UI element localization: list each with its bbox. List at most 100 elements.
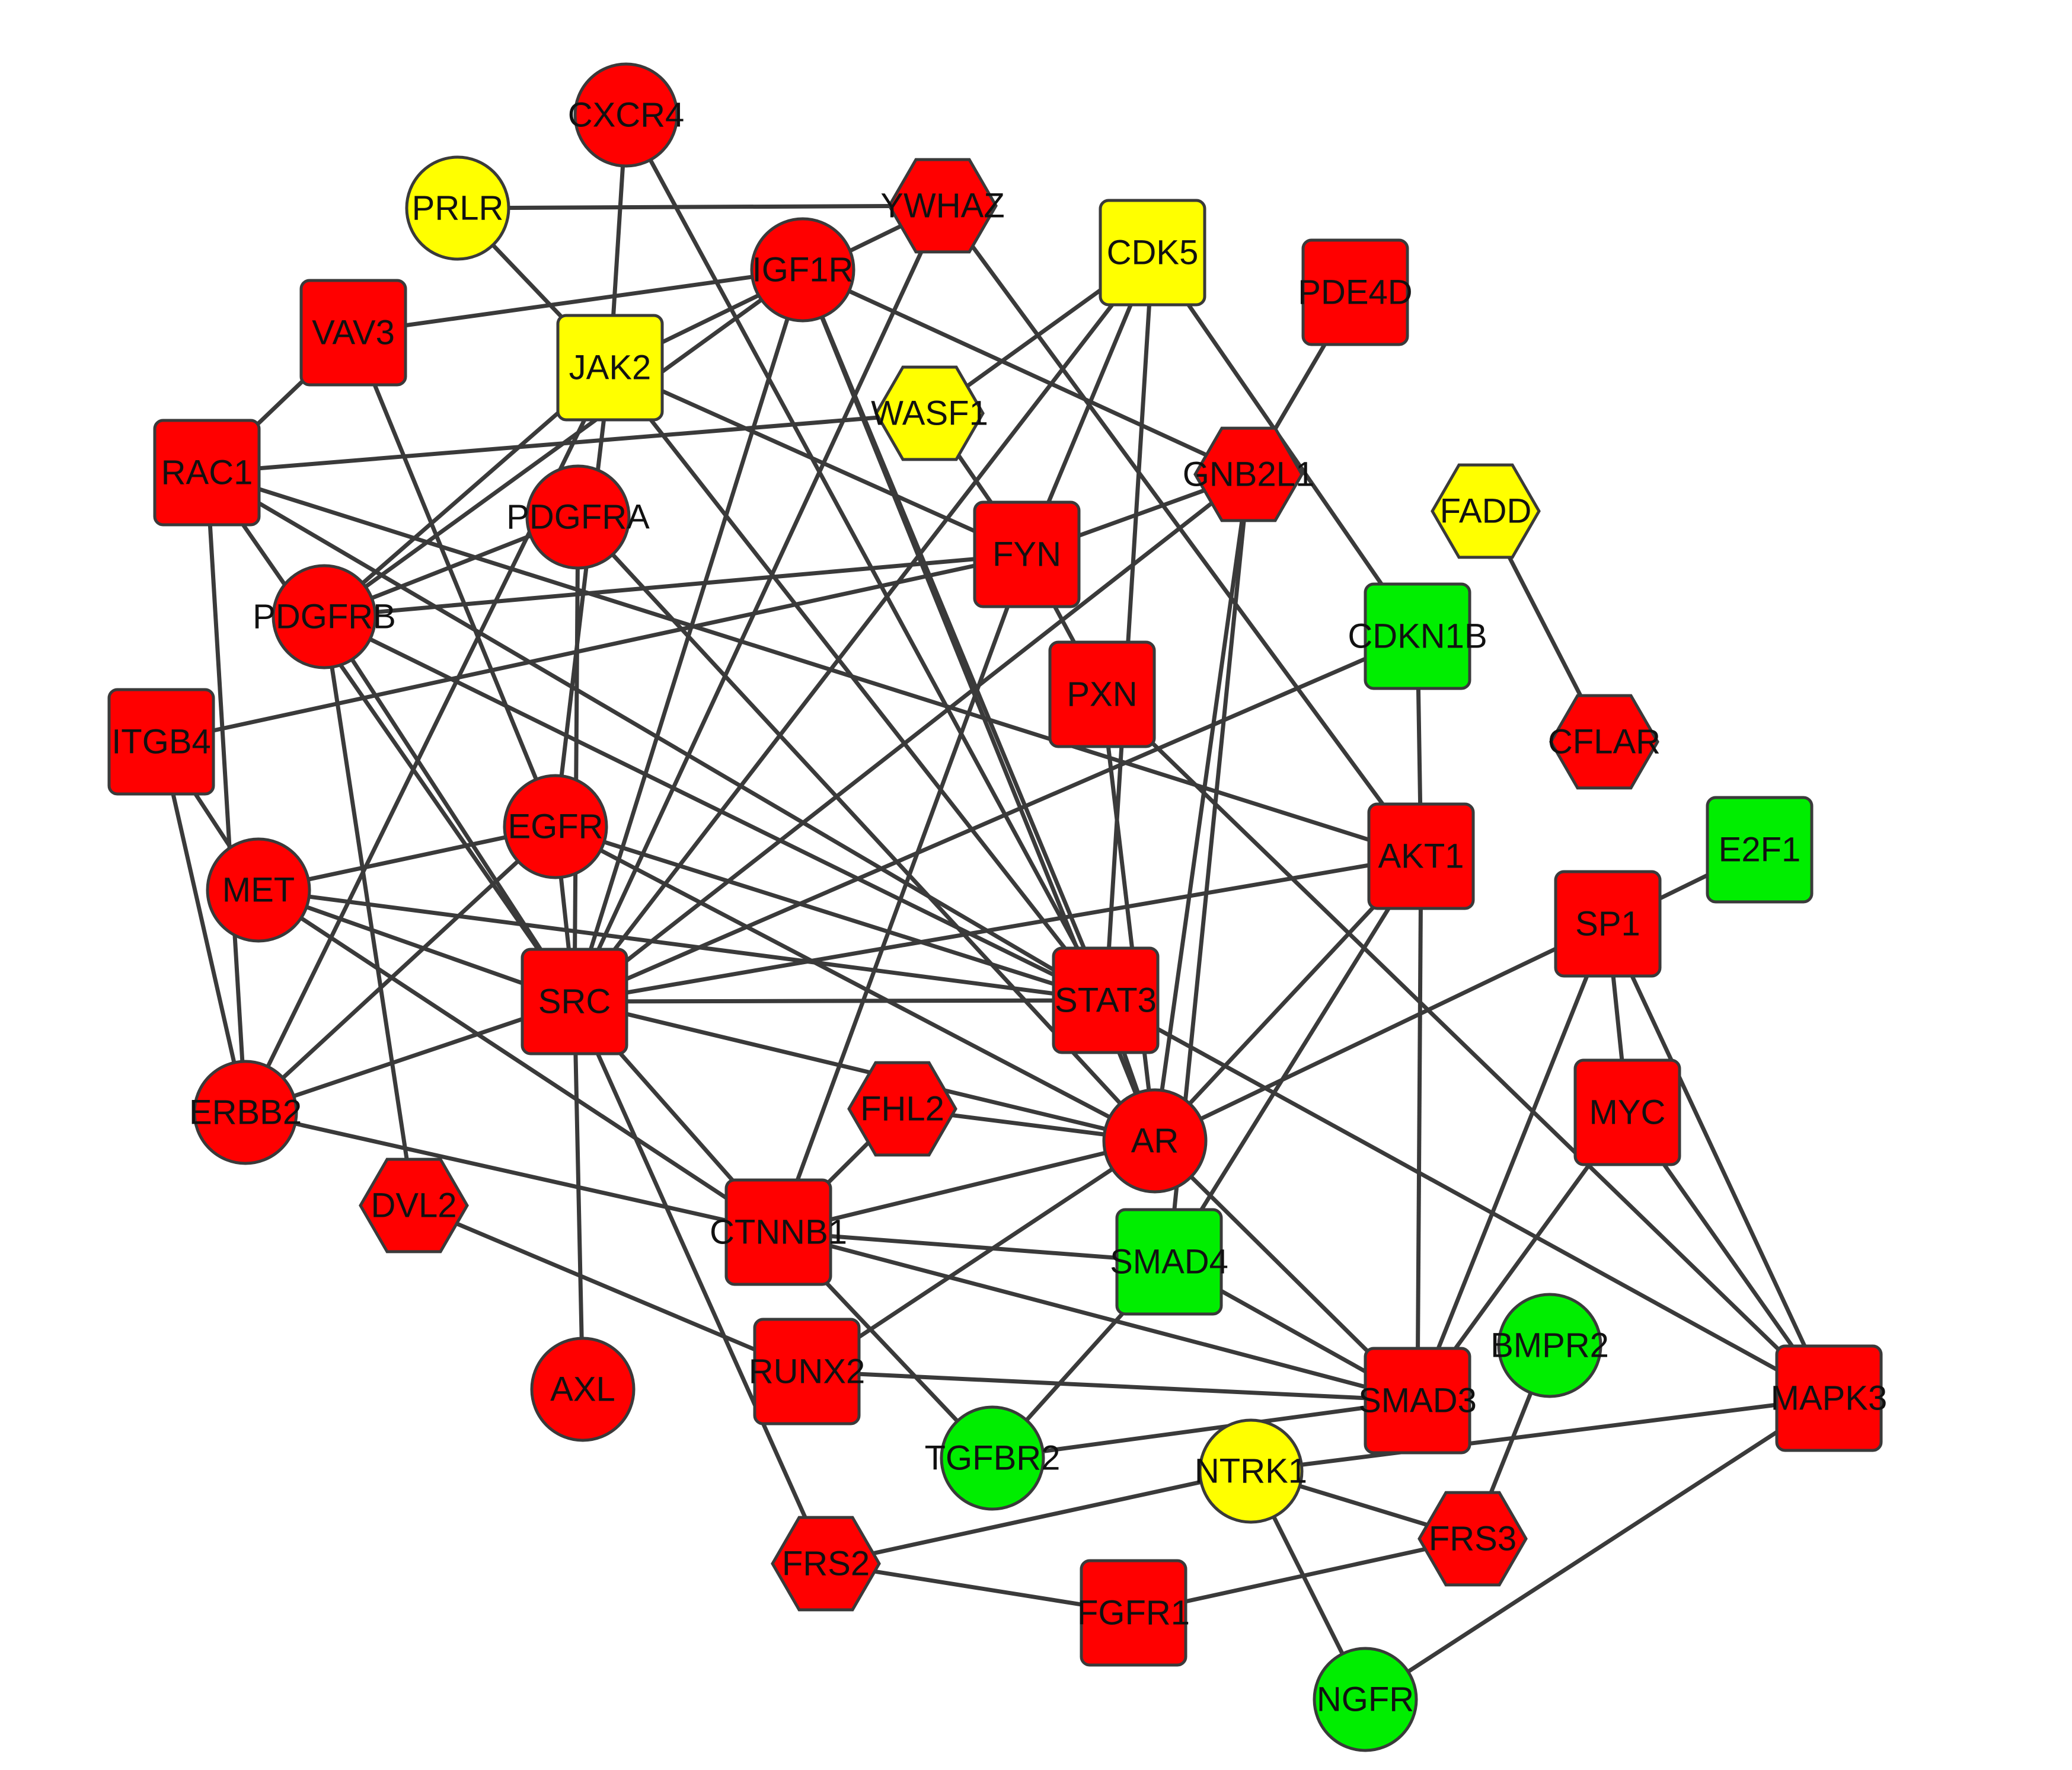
edge-smad3-tgfbr2 — [992, 1398, 1418, 1460]
node-egfr-circle — [503, 774, 608, 879]
node-myc[interactable]: MYC — [1573, 1058, 1681, 1166]
node-fyn-square — [973, 500, 1081, 608]
edge-akt1-smad3 — [1415, 856, 1423, 1401]
node-sp1-square — [1554, 870, 1662, 978]
node-jak2-square — [556, 314, 664, 422]
node-cxcr4-circle — [573, 62, 679, 168]
node-ar-circle — [1102, 1088, 1208, 1194]
node-ntrk1[interactable]: NTRK1 — [1195, 1418, 1307, 1524]
edge-erbb2-ctnnb1 — [245, 1110, 779, 1235]
node-wasf1-hexagon — [874, 365, 985, 461]
node-label-fgfr1: FGFR1 — [1077, 1594, 1190, 1632]
node-ctnnb1[interactable]: CTNNB1 — [710, 1178, 847, 1286]
edge-src-ar — [574, 999, 1155, 1143]
node-itgb4[interactable]: ITGB4 — [107, 688, 215, 796]
node-rac1-square — [153, 419, 261, 527]
edge-cdkn1b-src — [573, 634, 1419, 1004]
node-runx2[interactable]: RUNX2 — [749, 1318, 866, 1425]
edge-src-erbb2 — [244, 999, 576, 1115]
node-sp1[interactable]: SP1 — [1554, 870, 1662, 978]
node-fgfr1[interactable]: FGFR1 — [1077, 1559, 1190, 1667]
node-ar[interactable]: AR — [1102, 1088, 1208, 1194]
node-frs3[interactable]: FRS3 — [1417, 1491, 1528, 1587]
node-label-cxcr4: CXCR4 — [568, 96, 685, 135]
edge-sp1-smad3 — [1415, 923, 1610, 1402]
node-label-tgfbr2: TGFBR2 — [925, 1439, 1061, 1478]
node-e2f1[interactable]: E2F1 — [1706, 796, 1814, 904]
edge-egfr-stat3 — [554, 824, 1107, 1003]
node-met[interactable]: MET — [206, 837, 311, 943]
node-vav3[interactable]: VAV3 — [299, 279, 407, 387]
node-label-mapk3: MAPK3 — [1771, 1379, 1888, 1418]
edge-vav3-igf1r — [353, 267, 803, 335]
node-label-fyn: FYN — [992, 535, 1061, 574]
edge-pxn-ar — [1100, 694, 1157, 1141]
node-cdkn1b-square — [1364, 582, 1471, 690]
edge-mapk3-ntrk1 — [1250, 1396, 1830, 1474]
node-fhl2-hexagon — [847, 1061, 957, 1157]
node-fyn[interactable]: FYN — [973, 500, 1081, 608]
node-akt1-square — [1367, 802, 1475, 910]
node-ngfr[interactable]: NGFR — [1313, 1647, 1418, 1752]
node-smad4[interactable]: SMAD4 — [1110, 1208, 1228, 1316]
node-cdkn1b[interactable]: CDKN1B — [1348, 582, 1487, 690]
edge-prlr-ywhaz — [457, 203, 943, 211]
node-dvl2-hexagon — [359, 1157, 469, 1254]
node-gnb2l1[interactable]: GNB2L1 — [1183, 426, 1314, 522]
node-label-erbb2: ERBB2 — [189, 1093, 302, 1132]
node-pdgfrb-circle — [272, 564, 377, 669]
edge-igf1r-gnb2l1 — [802, 267, 1250, 477]
node-pde4d-square — [1301, 238, 1409, 346]
edge-src-stat3 — [574, 998, 1106, 1004]
node-prlr[interactable]: PRLR — [405, 155, 510, 261]
node-label-wasf1: WASF1 — [871, 394, 988, 433]
node-ywhaz[interactable]: YWHAZ — [880, 158, 1005, 254]
edge-cdk5-stat3 — [1103, 252, 1155, 1001]
edge-pdgfrb-src — [323, 615, 576, 1003]
node-runx2-square — [753, 1318, 861, 1425]
node-axl[interactable]: AXL — [530, 1337, 636, 1442]
edge-ntrk1-frs2 — [825, 1469, 1251, 1566]
node-label-cflar: CFLAR — [1548, 723, 1661, 761]
node-label-fadd: FADD — [1440, 492, 1532, 531]
node-pdgfrb[interactable]: PDGFRB — [253, 564, 396, 669]
node-rac1[interactable]: RAC1 — [153, 419, 261, 527]
edge-ctnnb1-smad3 — [778, 1230, 1418, 1403]
edge-rac1-akt1 — [206, 470, 1422, 859]
node-dvl2[interactable]: DVL2 — [359, 1157, 469, 1254]
edge-pxn-mapk3 — [1100, 693, 1831, 1400]
node-cxcr4[interactable]: CXCR4 — [568, 62, 685, 168]
node-stat3[interactable]: STAT3 — [1052, 946, 1160, 1054]
node-wasf1[interactable]: WASF1 — [871, 365, 988, 461]
node-mapk3[interactable]: MAPK3 — [1771, 1344, 1888, 1452]
edge-cxcr4-stat3 — [624, 114, 1108, 1002]
node-pdgfra[interactable]: PDGFRA — [506, 464, 650, 570]
node-pde4d[interactable]: PDE4D — [1298, 238, 1413, 346]
edge-met-stat3 — [258, 888, 1106, 1003]
node-ntrk1-circle — [1198, 1418, 1304, 1524]
node-cflar[interactable]: CFLAR — [1548, 694, 1661, 790]
node-label-rac1: RAC1 — [161, 454, 253, 492]
edge-runx2-smad3 — [806, 1369, 1418, 1403]
node-egfr[interactable]: EGFR — [503, 774, 608, 879]
node-jak2[interactable]: JAK2 — [556, 314, 664, 422]
node-mapk3-square — [1775, 1344, 1883, 1452]
node-akt1[interactable]: AKT1 — [1367, 802, 1475, 910]
node-label-ngfr: NGFR — [1317, 1680, 1414, 1719]
node-frs2[interactable]: FRS2 — [771, 1516, 881, 1612]
edge-itgb4-fyn — [161, 552, 1027, 744]
node-erbb2[interactable]: ERBB2 — [189, 1060, 302, 1165]
node-igf1r[interactable]: IGF1R — [750, 217, 855, 323]
node-bmpr2[interactable]: BMPR2 — [1490, 1293, 1609, 1398]
node-label-frs2: FRS2 — [782, 1545, 870, 1583]
node-cdk5[interactable]: CDK5 — [1099, 199, 1206, 307]
node-label-pdgfra: PDGFRA — [506, 498, 650, 537]
node-fhl2[interactable]: FHL2 — [847, 1061, 957, 1157]
node-smad3[interactable]: SMAD3 — [1358, 1347, 1477, 1455]
node-fadd[interactable]: FADD — [1431, 463, 1541, 559]
node-tgfbr2[interactable]: TGFBR2 — [925, 1405, 1061, 1511]
node-src[interactable]: SRC — [521, 948, 628, 1055]
node-pxn[interactable]: PXN — [1048, 640, 1156, 748]
node-label-itgb4: ITGB4 — [111, 723, 211, 761]
